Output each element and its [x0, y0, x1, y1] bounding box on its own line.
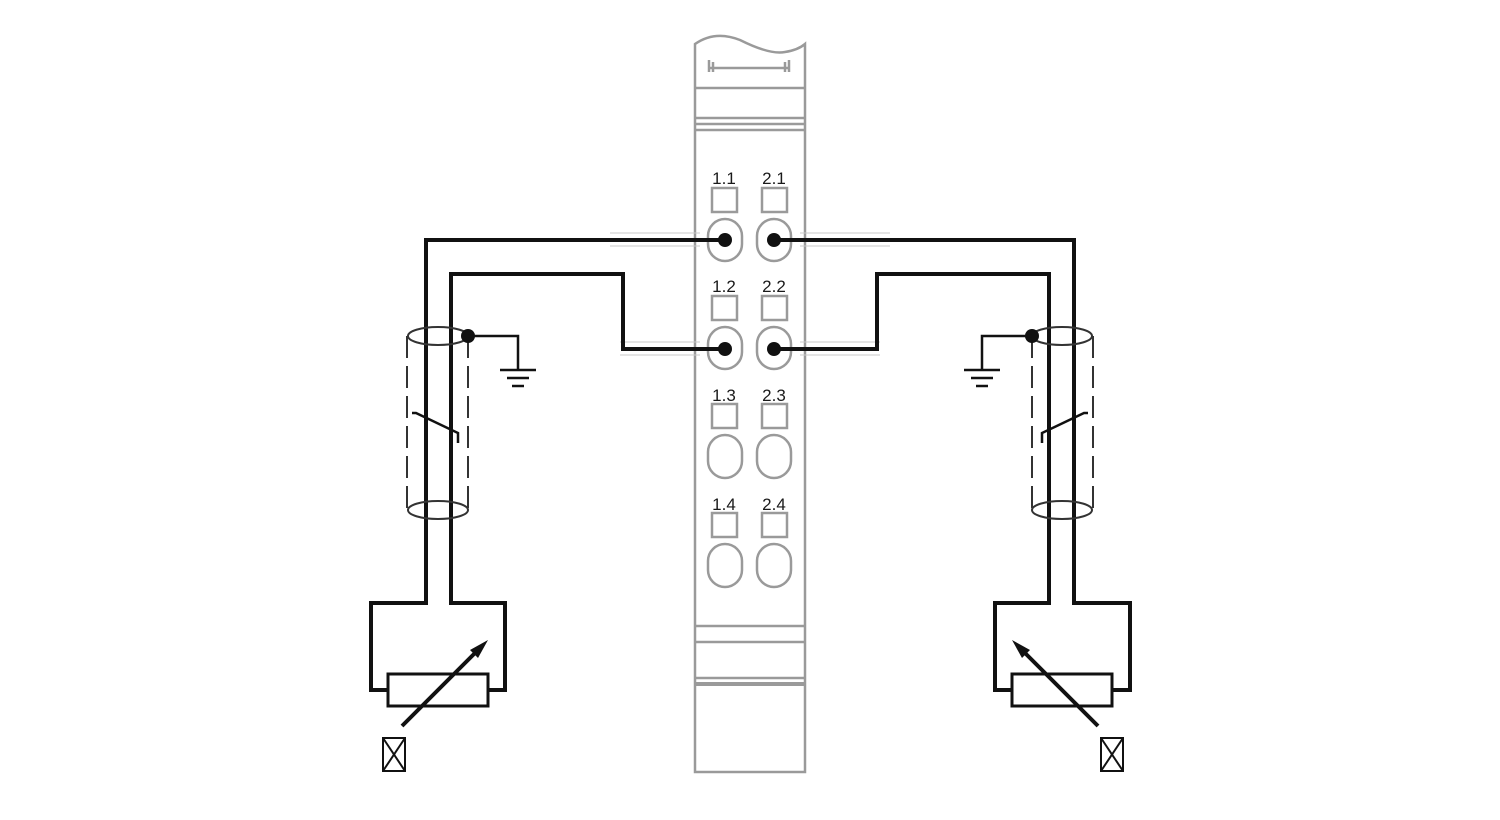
wire-insertion-guides — [610, 232, 890, 356]
right-node-2-1 — [767, 233, 781, 247]
right-node-2-2 — [767, 342, 781, 356]
right-rtd-circuit — [767, 233, 1132, 772]
led-2-3 — [760, 402, 789, 430]
ground-icon — [468, 334, 536, 388]
led-1-3 — [710, 402, 739, 430]
io-module — [693, 34, 807, 774]
terminal-label-2-1: 2.1 — [762, 169, 786, 188]
terminal-label-1-2: 1.2 — [712, 277, 736, 296]
right-wire-2 — [774, 272, 1051, 692]
left-node-1-2 — [718, 342, 732, 356]
led-1-2 — [710, 294, 739, 322]
right-wire-1 — [774, 238, 1132, 692]
left-wire-2 — [449, 272, 725, 692]
left-wire-1 — [369, 238, 725, 692]
temperature-element-icon — [382, 737, 406, 772]
led-2-1 — [760, 186, 789, 214]
rtd-sensor-icon — [386, 672, 490, 708]
terminal-label-1-3: 1.3 — [712, 386, 736, 405]
terminal-label-2-2: 2.2 — [762, 277, 786, 296]
module-outline — [693, 34, 807, 774]
terminal-2-4 — [755, 542, 793, 589]
led-1-1 — [710, 186, 739, 214]
adjust-arrow-icon — [1012, 640, 1100, 728]
led-1-4 — [710, 511, 739, 539]
left-rtd-circuit — [369, 233, 732, 772]
terminal-1-4 — [706, 542, 744, 589]
led-2-4 — [760, 511, 789, 539]
terminal-2-3 — [755, 433, 793, 480]
terminal-label-2-3: 2.3 — [762, 386, 786, 405]
terminal-label-1-1: 1.1 — [712, 169, 736, 188]
terminal-1-3 — [706, 433, 744, 480]
shielded-cable-icon — [1031, 326, 1094, 520]
ground-icon — [964, 334, 1032, 388]
led-2-2 — [760, 294, 789, 322]
left-node-1-1 — [718, 233, 732, 247]
shielded-cable-icon — [406, 326, 469, 520]
adjust-arrow-icon — [400, 640, 488, 728]
temperature-element-icon — [1100, 737, 1124, 772]
rtd-sensor-icon — [1010, 672, 1114, 708]
terminal-label-1-4: 1.4 — [712, 495, 736, 514]
din-rail-icon — [707, 60, 791, 72]
terminal-label-2-4: 2.4 — [762, 495, 786, 514]
